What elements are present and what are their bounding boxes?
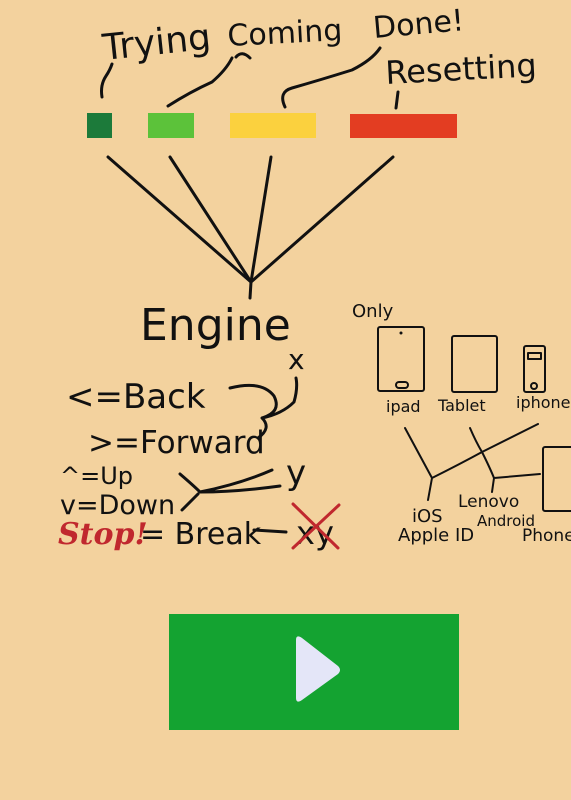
- back-label: <=Back: [66, 377, 206, 417]
- fan-line-trying: [106, 155, 253, 284]
- x-bracket: [228, 376, 299, 440]
- state-swatch-done: [230, 113, 316, 138]
- y-axis-label: y: [286, 453, 306, 493]
- forward-label: >=Forward: [88, 425, 265, 461]
- play-triangle-icon: [296, 636, 340, 702]
- state-label-done: Done!: [372, 3, 466, 46]
- break-label: = Break: [140, 517, 262, 552]
- stop-axes-label: xy: [296, 514, 334, 552]
- stop-cross-icon: [291, 502, 341, 550]
- fan-line-coming: [168, 155, 253, 284]
- engine-stem: [248, 280, 253, 300]
- y-bracket: [178, 468, 282, 512]
- state-swatch-resetting: [350, 114, 457, 138]
- ipad-icon: [377, 326, 425, 392]
- iphone-label: iphone: [516, 393, 571, 412]
- tablet-icon: [451, 335, 498, 393]
- connector-resetting: [394, 90, 400, 110]
- device-tree-lines: [404, 423, 541, 501]
- tablet-label: Tablet: [437, 396, 486, 415]
- connector-trying: [100, 62, 114, 99]
- play-button[interactable]: [169, 614, 459, 730]
- only-label: Only: [352, 301, 394, 322]
- up-label: ^=Up: [60, 462, 133, 490]
- state-label-trying: Trying: [100, 17, 213, 69]
- break-dash: [252, 528, 288, 534]
- fan-line-resetting: [249, 155, 395, 284]
- phone-icon: [542, 446, 571, 512]
- ios-label: iOS: [412, 506, 443, 527]
- phone-label: Phone: [522, 526, 571, 546]
- stop-word: Stop!: [58, 517, 148, 552]
- apple-id-label: Apple ID: [398, 525, 474, 546]
- lenovo-label: Lenovo: [458, 492, 519, 512]
- connector-coming: [166, 52, 252, 108]
- down-label: v=Down: [60, 490, 175, 521]
- engine-label: Engine: [140, 300, 291, 351]
- iphone-icon: [523, 345, 546, 393]
- state-swatch-trying: [87, 113, 112, 138]
- connector-done: [281, 46, 382, 109]
- state-label-coming: Coming: [227, 13, 344, 54]
- android-label: Android: [477, 512, 535, 530]
- ipad-label: ipad: [386, 397, 421, 416]
- state-label-resetting: Resetting: [384, 46, 537, 92]
- fan-line-done: [249, 155, 273, 284]
- x-axis-label: x: [288, 343, 305, 376]
- state-swatch-coming: [148, 113, 194, 138]
